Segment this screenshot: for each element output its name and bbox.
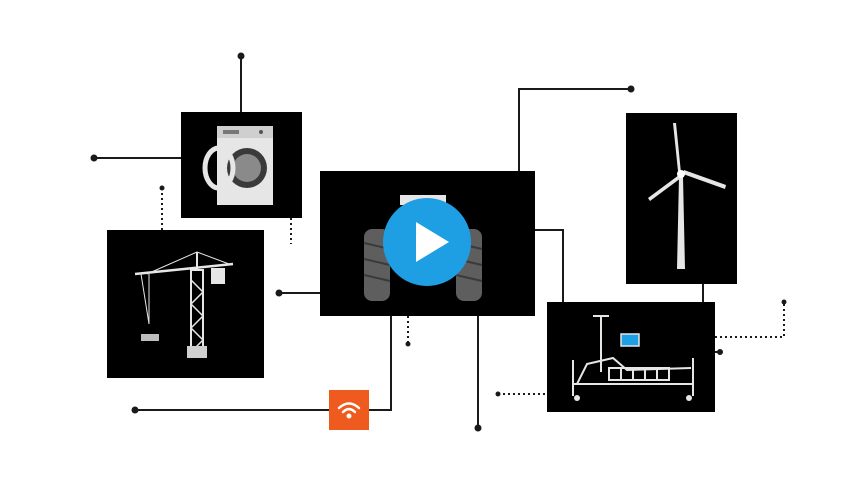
- wifi-tile: [329, 390, 369, 430]
- hospital-bed-icon: [572, 315, 694, 401]
- crane-icon: [134, 251, 234, 358]
- play-button[interactable]: [383, 198, 471, 286]
- wifi-icon: [329, 390, 369, 430]
- play-icon[interactable]: [383, 198, 471, 286]
- hospital-bed-panel: [547, 302, 715, 412]
- wind-turbine-panel: [626, 113, 737, 284]
- washing-machine-panel: [181, 112, 302, 218]
- washing-machine-icon: [202, 126, 273, 205]
- crane-panel: [107, 230, 264, 378]
- wind-turbine-icon: [648, 123, 726, 269]
